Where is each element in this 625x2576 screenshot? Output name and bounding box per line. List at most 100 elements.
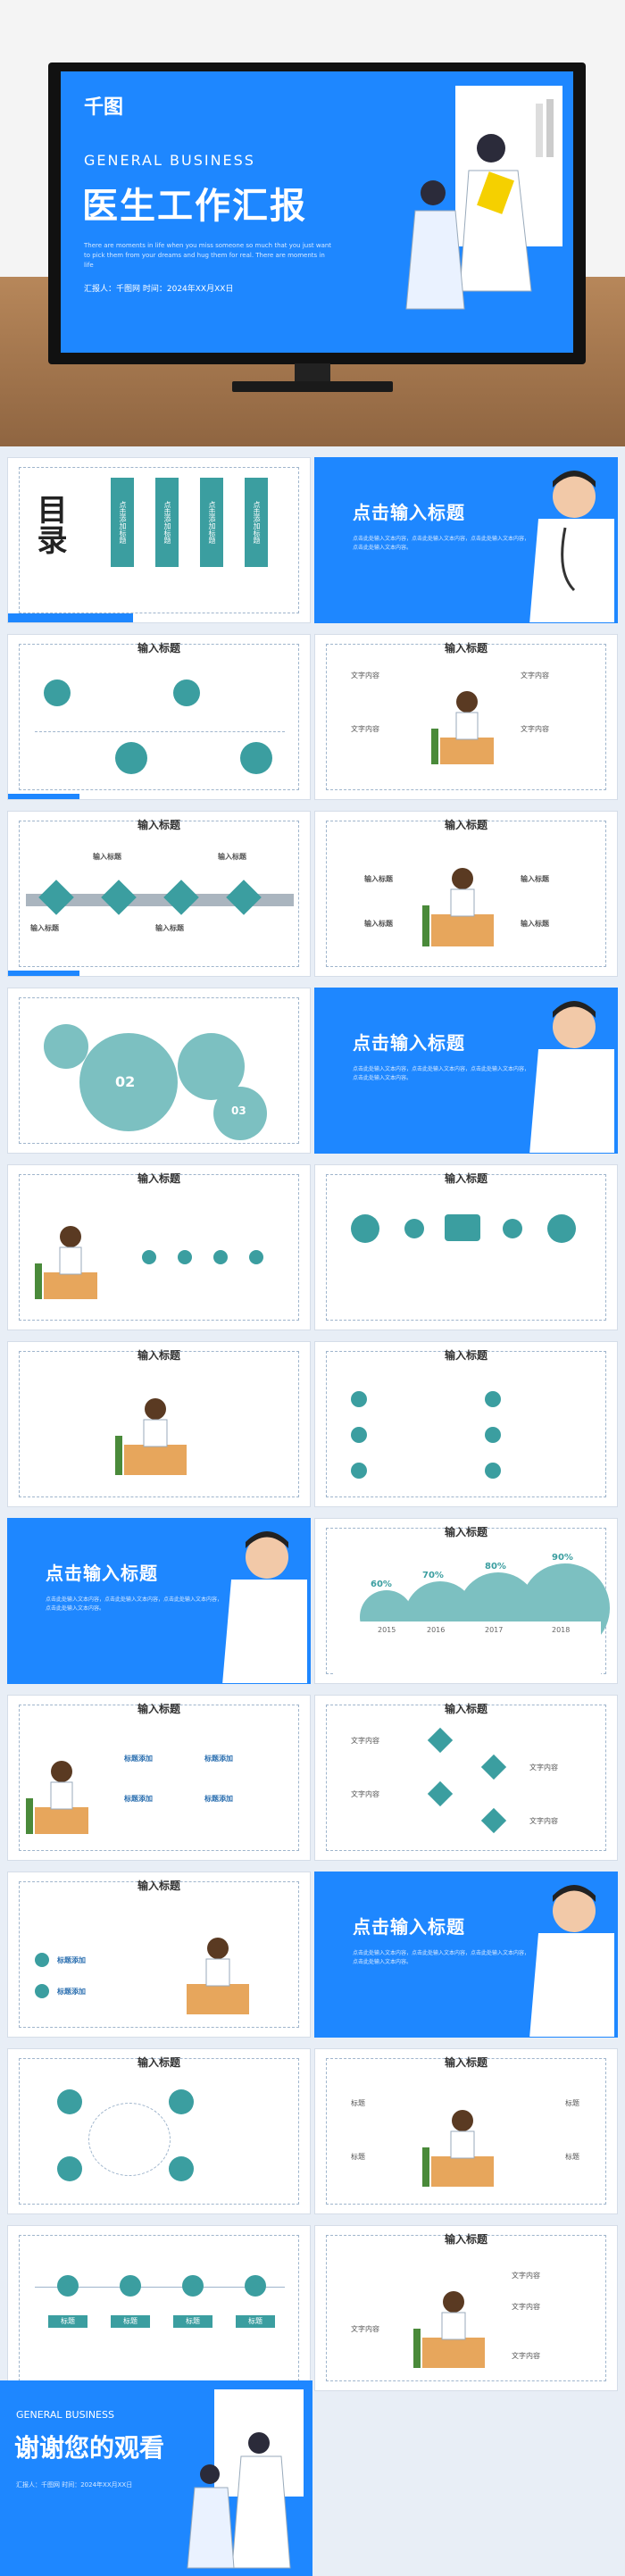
text-label: 文字内容 (351, 1790, 379, 1798)
slide-diamond-steps[interactable]: 输入标题 输入标题 输入标题 输入标题 输入标题 (7, 811, 311, 977)
slide-doctor-desk[interactable]: 输入标题 文字内容 文字内容 文字内容 文字内容 (314, 634, 618, 800)
slide-heading: 输入标题 (444, 1172, 488, 1185)
tag-label: 标题添加 (124, 1795, 153, 1803)
speaker-icon (485, 1463, 501, 1479)
step-circle (173, 679, 200, 706)
year-label: 2015 (378, 1626, 396, 1634)
link-icon (503, 1219, 522, 1238)
section-description: 点击此处输入文本内容，点击此处输入文本内容，点击此处输入文本内容，点击此处输入文… (353, 1950, 530, 1965)
section-description: 点击此处输入文本内容，点击此处输入文本内容，点击此处输入文本内容，点击此处输入文… (46, 1596, 223, 1612)
step-tag: 标题 (48, 2315, 88, 2328)
hero-subtitle: GENERAL BUSINESS (84, 152, 255, 169)
dashed-frame (19, 1705, 299, 1851)
dashed-frame (326, 2235, 606, 2381)
slide-doctor-list[interactable]: 输入标题 (7, 1341, 311, 1507)
slide-heading: 输入标题 (444, 2233, 488, 2246)
slide-gears[interactable]: 02 03 (7, 988, 311, 1154)
dashed-frame (326, 2058, 606, 2205)
slide-icon-list[interactable]: 输入标题 (314, 1341, 618, 1507)
slide-heading: 输入标题 (444, 642, 488, 654)
slide-heading: 输入标题 (444, 1703, 488, 1715)
slide-heading: 输入标题 (444, 1349, 488, 1362)
slide-heading: 输入标题 (137, 1880, 180, 1892)
slide-contents[interactable]: 目录 点击添加标题 点击添加标题 点击添加标题 点击添加标题 (7, 457, 311, 623)
slide-circle-cycle[interactable]: 输入标题 (7, 2048, 311, 2214)
icon-dot (249, 1250, 263, 1264)
slide-thanks[interactable]: GENERAL BUSINESS 谢谢您的观看 汇报人：千图网 时间：2024年… (0, 2380, 312, 2576)
search-icon (351, 1391, 367, 1407)
text-label: 文字内容 (521, 725, 549, 733)
step-label: 输入标题 (218, 853, 246, 861)
slide-heading: 输入标题 (137, 819, 180, 831)
percent-label: 80% (485, 1562, 506, 1571)
text-label: 文字内容 (351, 1737, 379, 1745)
ending-subtitle: GENERAL BUSINESS (16, 2409, 114, 2421)
step-circle (240, 742, 272, 774)
slide-tags[interactable]: 输入标题 标题添加 标题添加 标题添加 标题添加 (7, 1695, 311, 1861)
cycle-node (57, 2089, 82, 2114)
text-label: 文字内容 (512, 2352, 540, 2360)
step-line (35, 2287, 285, 2288)
section-title: 点击输入标题 (353, 1032, 465, 1054)
doctors-illustration (405, 86, 562, 310)
slide-heading: 输入标题 (137, 1349, 180, 1362)
slide-doctor-text[interactable]: 输入标题 文字内容 文字内容 文字内容 文字内容 (314, 2225, 618, 2391)
dashed-frame (19, 1174, 299, 1321)
slide-doctor-corners[interactable]: 输入标题 标题 标题 标题 标题 (314, 2048, 618, 2214)
slide-heading: 输入标题 (137, 1703, 180, 1715)
dashed-frame (19, 2235, 299, 2381)
cycle-ring (88, 2103, 171, 2176)
dashed-frame (326, 821, 606, 967)
phone-icon (351, 1427, 367, 1443)
slide-doctor-labels[interactable]: 输入标题 输入标题 输入标题 输入标题 输入标题 (314, 811, 618, 977)
contents-item: 点击添加标题 (155, 478, 179, 567)
slide-section[interactable]: 点击输入标题 点击此处输入文本内容，点击此处输入文本内容，点击此处输入文本内容，… (314, 457, 618, 623)
tag-label: 标题添加 (204, 1755, 233, 1763)
slide-doctor-icons[interactable]: 输入标题 (7, 1164, 311, 1330)
slide-heading: 输入标题 (444, 1526, 488, 1538)
speaker-icon (351, 1463, 367, 1479)
slide-section[interactable]: 点击输入标题 点击此处输入文本内容，点击此处输入文本内容，点击此处输入文本内容，… (7, 1518, 311, 1684)
hero-description: There are moments in life when you miss … (84, 242, 332, 269)
slide-percent-chart[interactable]: 输入标题 60% 70% 80% 90% 2015 2016 2017 2018 (314, 1518, 618, 1684)
text-label: 文字内容 (529, 1763, 558, 1772)
step-tag: 标题 (173, 2315, 212, 2328)
step-circle (182, 2275, 204, 2297)
item-label: 输入标题 (364, 920, 393, 928)
dashed-frame (326, 1705, 606, 1851)
dollar-icon (351, 1214, 379, 1243)
gear-small (44, 1024, 88, 1069)
gear-number: 02 (115, 1073, 136, 1090)
corner-label: 标题 (351, 2153, 365, 2161)
text-label: 文字内容 (512, 2303, 540, 2311)
slide-timeline[interactable]: 输入标题 (7, 634, 311, 800)
slide-section[interactable]: 点击输入标题 点击此处输入文本内容，点击此处输入文本内容，点击此处输入文本内容，… (314, 1872, 618, 2038)
slide-process-icons[interactable]: 输入标题 (314, 1164, 618, 1330)
contents-title: 目录 (31, 494, 67, 554)
section-title: 点击输入标题 (46, 1563, 158, 1584)
slide-doctor-bullets[interactable]: 输入标题 标题添加 标题添加 (7, 1872, 311, 2038)
pen-icon (35, 1953, 49, 1967)
text-label: 文字内容 (529, 1817, 558, 1825)
year-label: 2018 (552, 1626, 571, 1634)
cycle-node (169, 2089, 194, 2114)
dashed-frame (326, 644, 606, 790)
dashed-frame (326, 1351, 606, 1497)
share-icon (485, 1427, 501, 1443)
slide-hexagons[interactable]: 输入标题 文字内容 文字内容 文字内容 文字内容 (314, 1695, 618, 1861)
corner-label: 标题 (351, 2099, 365, 2107)
bulb-icon (547, 1214, 576, 1243)
cover-slide: 千图 GENERAL BUSINESS 医生工作汇报 There are mom… (61, 71, 573, 353)
dashed-frame (19, 2058, 299, 2205)
accent-bar (8, 613, 133, 622)
slide-section[interactable]: 点击输入标题 点击此处输入文本内容，点击此处输入文本内容，点击此处输入文本内容，… (314, 988, 618, 1154)
slide-four-steps[interactable]: 标题 标题 标题 标题 (7, 2225, 311, 2391)
step-label: 输入标题 (30, 924, 59, 932)
text-label: 文字内容 (351, 725, 379, 733)
hero-title: 医生工作汇报 (82, 186, 307, 227)
section-description: 点击此处输入文本内容，点击此处输入文本内容，点击此处输入文本内容，点击此处输入文… (353, 1066, 530, 1081)
icon-dot (213, 1250, 228, 1264)
contents-item: 点击添加标题 (200, 478, 223, 567)
bullet-label: 标题添加 (57, 1988, 86, 1996)
year-label: 2017 (485, 1626, 504, 1634)
